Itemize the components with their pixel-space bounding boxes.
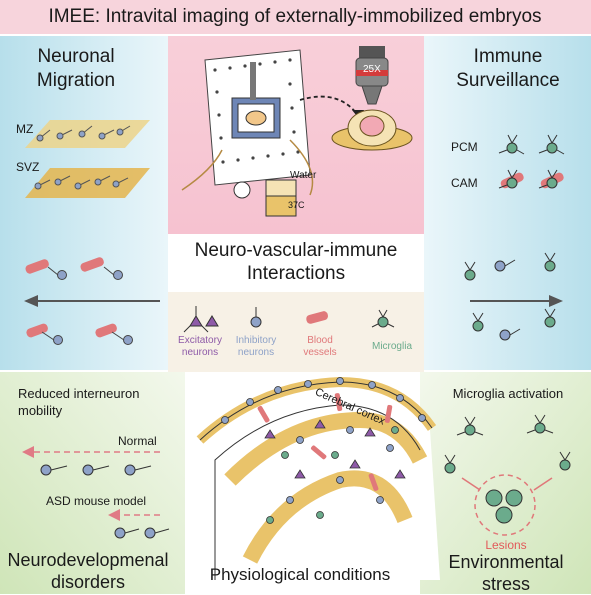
blood-vessel-icon — [306, 311, 329, 324]
water-label: Water — [290, 170, 317, 181]
left-migration-arrow — [24, 295, 160, 307]
neurodevelopmental-title-1: Neurodevelopmenal — [7, 550, 169, 570]
setup-arrow — [299, 95, 361, 119]
svz-label: SVZ — [16, 160, 40, 174]
normal-mobility-arrow — [22, 446, 160, 458]
microglia-icon — [371, 309, 395, 328]
pcm-microglia — [498, 134, 565, 155]
neuronal-migration-title-2: Migration — [36, 70, 116, 91]
left-vessel-cluster-2 — [26, 323, 133, 345]
asd-neurons — [114, 527, 170, 539]
mz-zone — [25, 120, 150, 148]
left-vessel-cluster — [25, 257, 123, 280]
mz-label: MZ — [16, 122, 34, 136]
immune-surveillance-title-2: Surveillance — [456, 70, 560, 91]
neuronal-migration-title-1: Neuronal — [37, 46, 115, 67]
pcm-label: PCM — [451, 140, 478, 154]
immune-surveillance-title-1: Immune — [473, 46, 543, 67]
environmental-stress-panel — [420, 372, 591, 594]
normal-label: Normal — [118, 434, 157, 448]
water-bath — [233, 179, 297, 217]
microglia-activation-heading: Microglia activation — [452, 386, 564, 401]
svz-neurons — [34, 175, 129, 190]
excitatory-neuron-icon — [183, 306, 219, 333]
neurodevelopmental-title-2: disorders — [50, 572, 126, 592]
svz-zone — [25, 168, 150, 198]
reduced-mobility-heading-2: mobility — [18, 403, 63, 418]
right-cells-1 — [464, 252, 556, 281]
cerebral-cortex-illustration — [196, 376, 440, 580]
legend-inhibitory-2: neurons — [237, 347, 275, 358]
neurodevelopmental-panel — [0, 372, 185, 594]
physiological-title: Physiological conditions — [209, 565, 391, 584]
lesion-site — [461, 474, 553, 536]
immobilization-device — [181, 49, 314, 196]
temp-label: 37C — [288, 200, 305, 210]
objective-lens-icon — [355, 46, 389, 105]
inhibitory-neuron-icon — [250, 307, 262, 328]
legend-microglia: Microglia — [371, 341, 413, 352]
asd-label: ASD mouse model — [46, 494, 147, 508]
interactions-title-2: Interactions — [246, 263, 346, 284]
normal-neurons — [40, 464, 152, 476]
interactions-title-1: Neuro-vascular-immune — [194, 240, 398, 261]
cam-label: CAM — [451, 176, 478, 190]
legend-blood-2: vessels — [303, 347, 337, 358]
legend-excitatory-2: neurons — [181, 347, 219, 358]
neuronal-migration-panel — [0, 36, 168, 370]
asd-mobility-arrow — [108, 509, 160, 521]
figure-title: IMEE: Intravital imaging of externally-i… — [48, 6, 542, 27]
legend-panel — [168, 292, 424, 372]
title-bar — [0, 0, 591, 34]
activation-microglia — [444, 414, 571, 474]
right-cells-2 — [472, 308, 556, 341]
embryo-chamber — [331, 109, 413, 151]
objective-label: 25X — [363, 64, 381, 75]
environmental-title-2: stress — [481, 574, 531, 594]
legend-blood-1: Blood — [307, 335, 333, 346]
legend-inhibitory-1: Inhibitory — [235, 335, 277, 346]
environmental-title-1: Environmental — [448, 552, 564, 572]
mz-neurons — [36, 125, 131, 142]
legend-excitatory-1: Excitatory — [178, 335, 222, 346]
immune-surveillance-panel — [424, 36, 591, 370]
lesions-label: Lesions — [485, 538, 527, 552]
right-migration-arrow — [470, 295, 563, 307]
cam-microglia — [498, 169, 564, 189]
reduced-mobility-heading-1: Reduced interneuron — [18, 386, 140, 401]
